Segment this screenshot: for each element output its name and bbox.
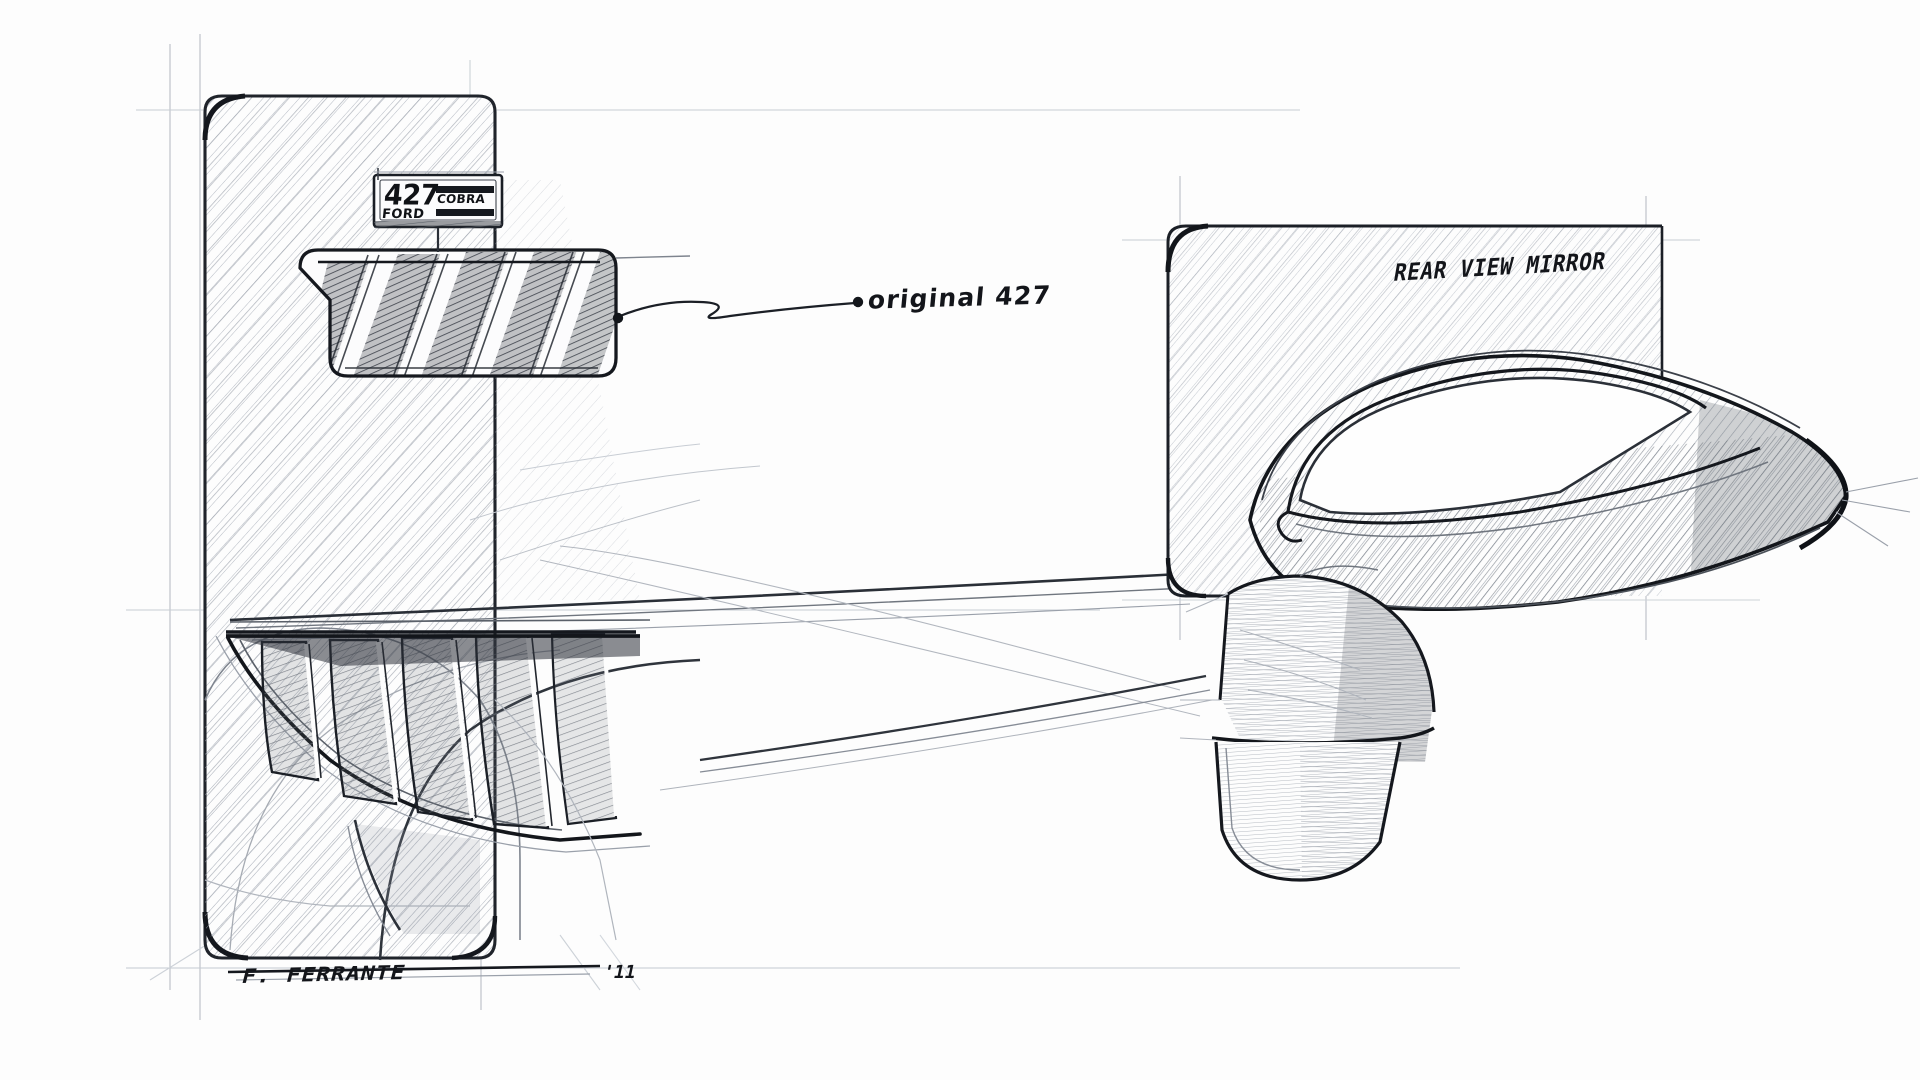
- callout-leader-original: [612, 296, 864, 324]
- signature-year: '11: [600, 962, 638, 983]
- mirror-underside-lines: [1239, 629, 1373, 719]
- lower-vent: [204, 619, 701, 961]
- lower-vent-louvers: [260, 632, 618, 830]
- badge-nameplate: COBRA: [436, 192, 486, 206]
- upper-vent: [298, 248, 691, 378]
- annotation-original-427: original 427: [866, 280, 1053, 315]
- badge-manufacturer: FORD: [381, 207, 426, 222]
- badge-427-cobra: [372, 168, 504, 252]
- signature-rule: [227, 964, 601, 981]
- sweep-lines: [229, 443, 1213, 791]
- mirror-stalk: [1179, 565, 1436, 882]
- artist-signature: F. FERRANTE: [239, 961, 409, 989]
- left-panel-overhatch: [495, 180, 640, 600]
